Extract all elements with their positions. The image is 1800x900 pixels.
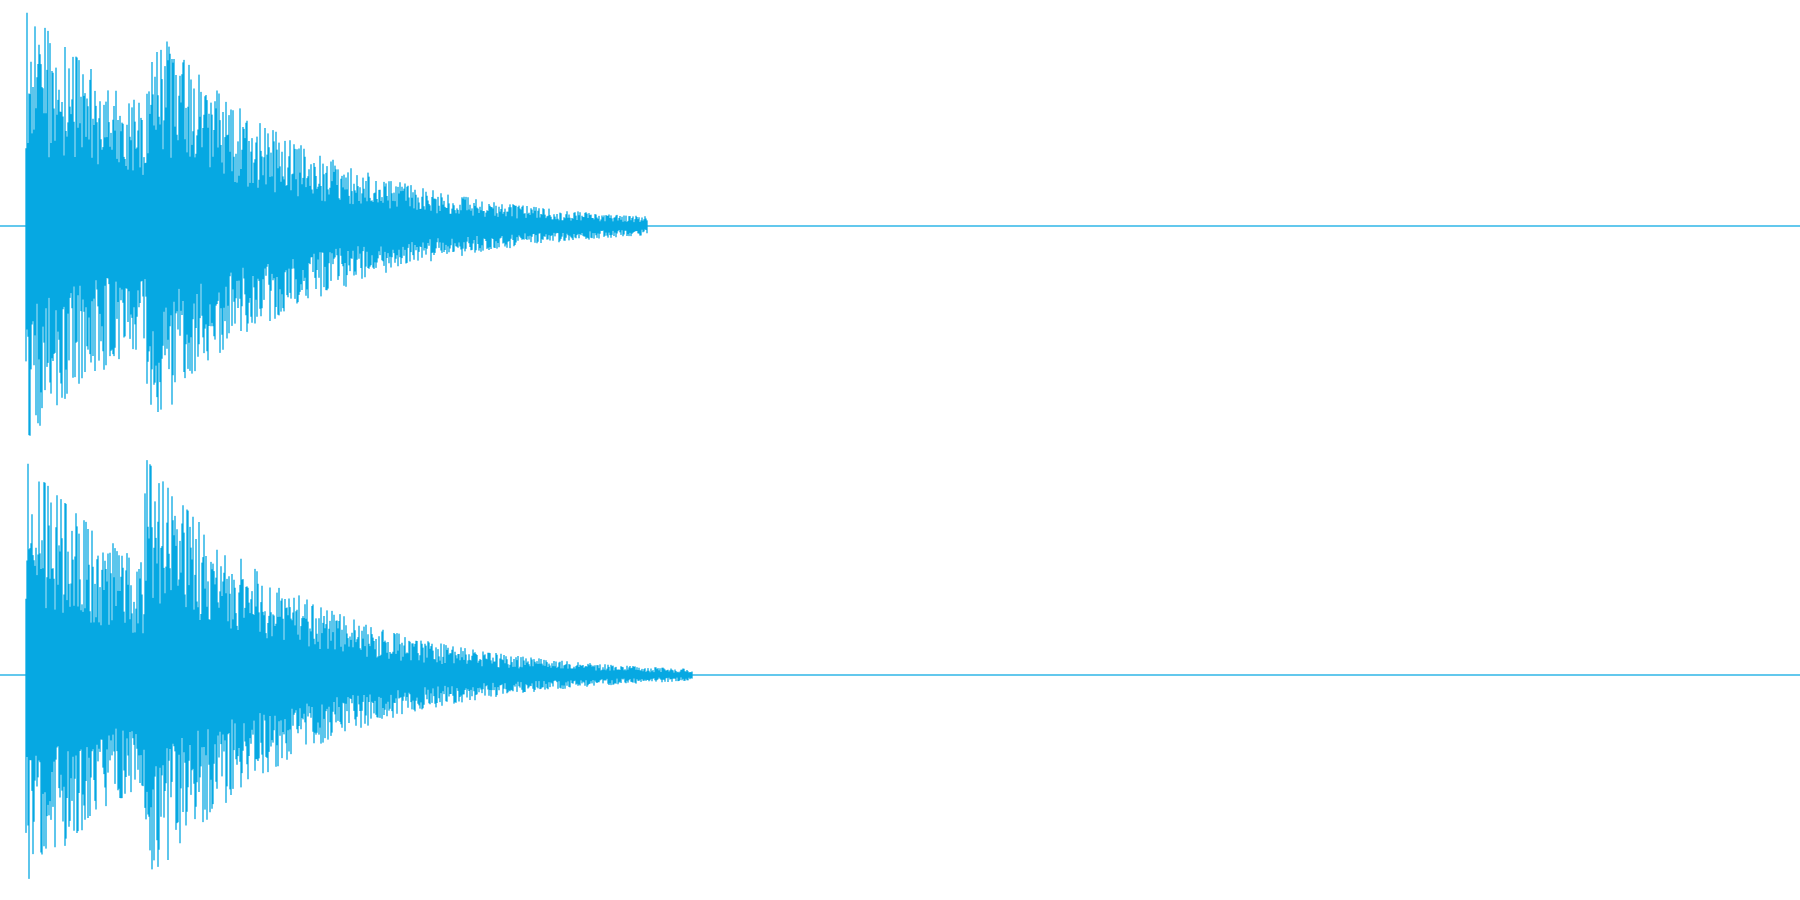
channel-2-waveform <box>25 460 693 879</box>
channel-1-signal <box>25 12 648 436</box>
channel-2-track[interactable] <box>0 460 1800 879</box>
channel-1-track[interactable] <box>0 12 1800 436</box>
channel-2-signal <box>25 460 693 879</box>
channel-1-waveform <box>25 12 648 436</box>
